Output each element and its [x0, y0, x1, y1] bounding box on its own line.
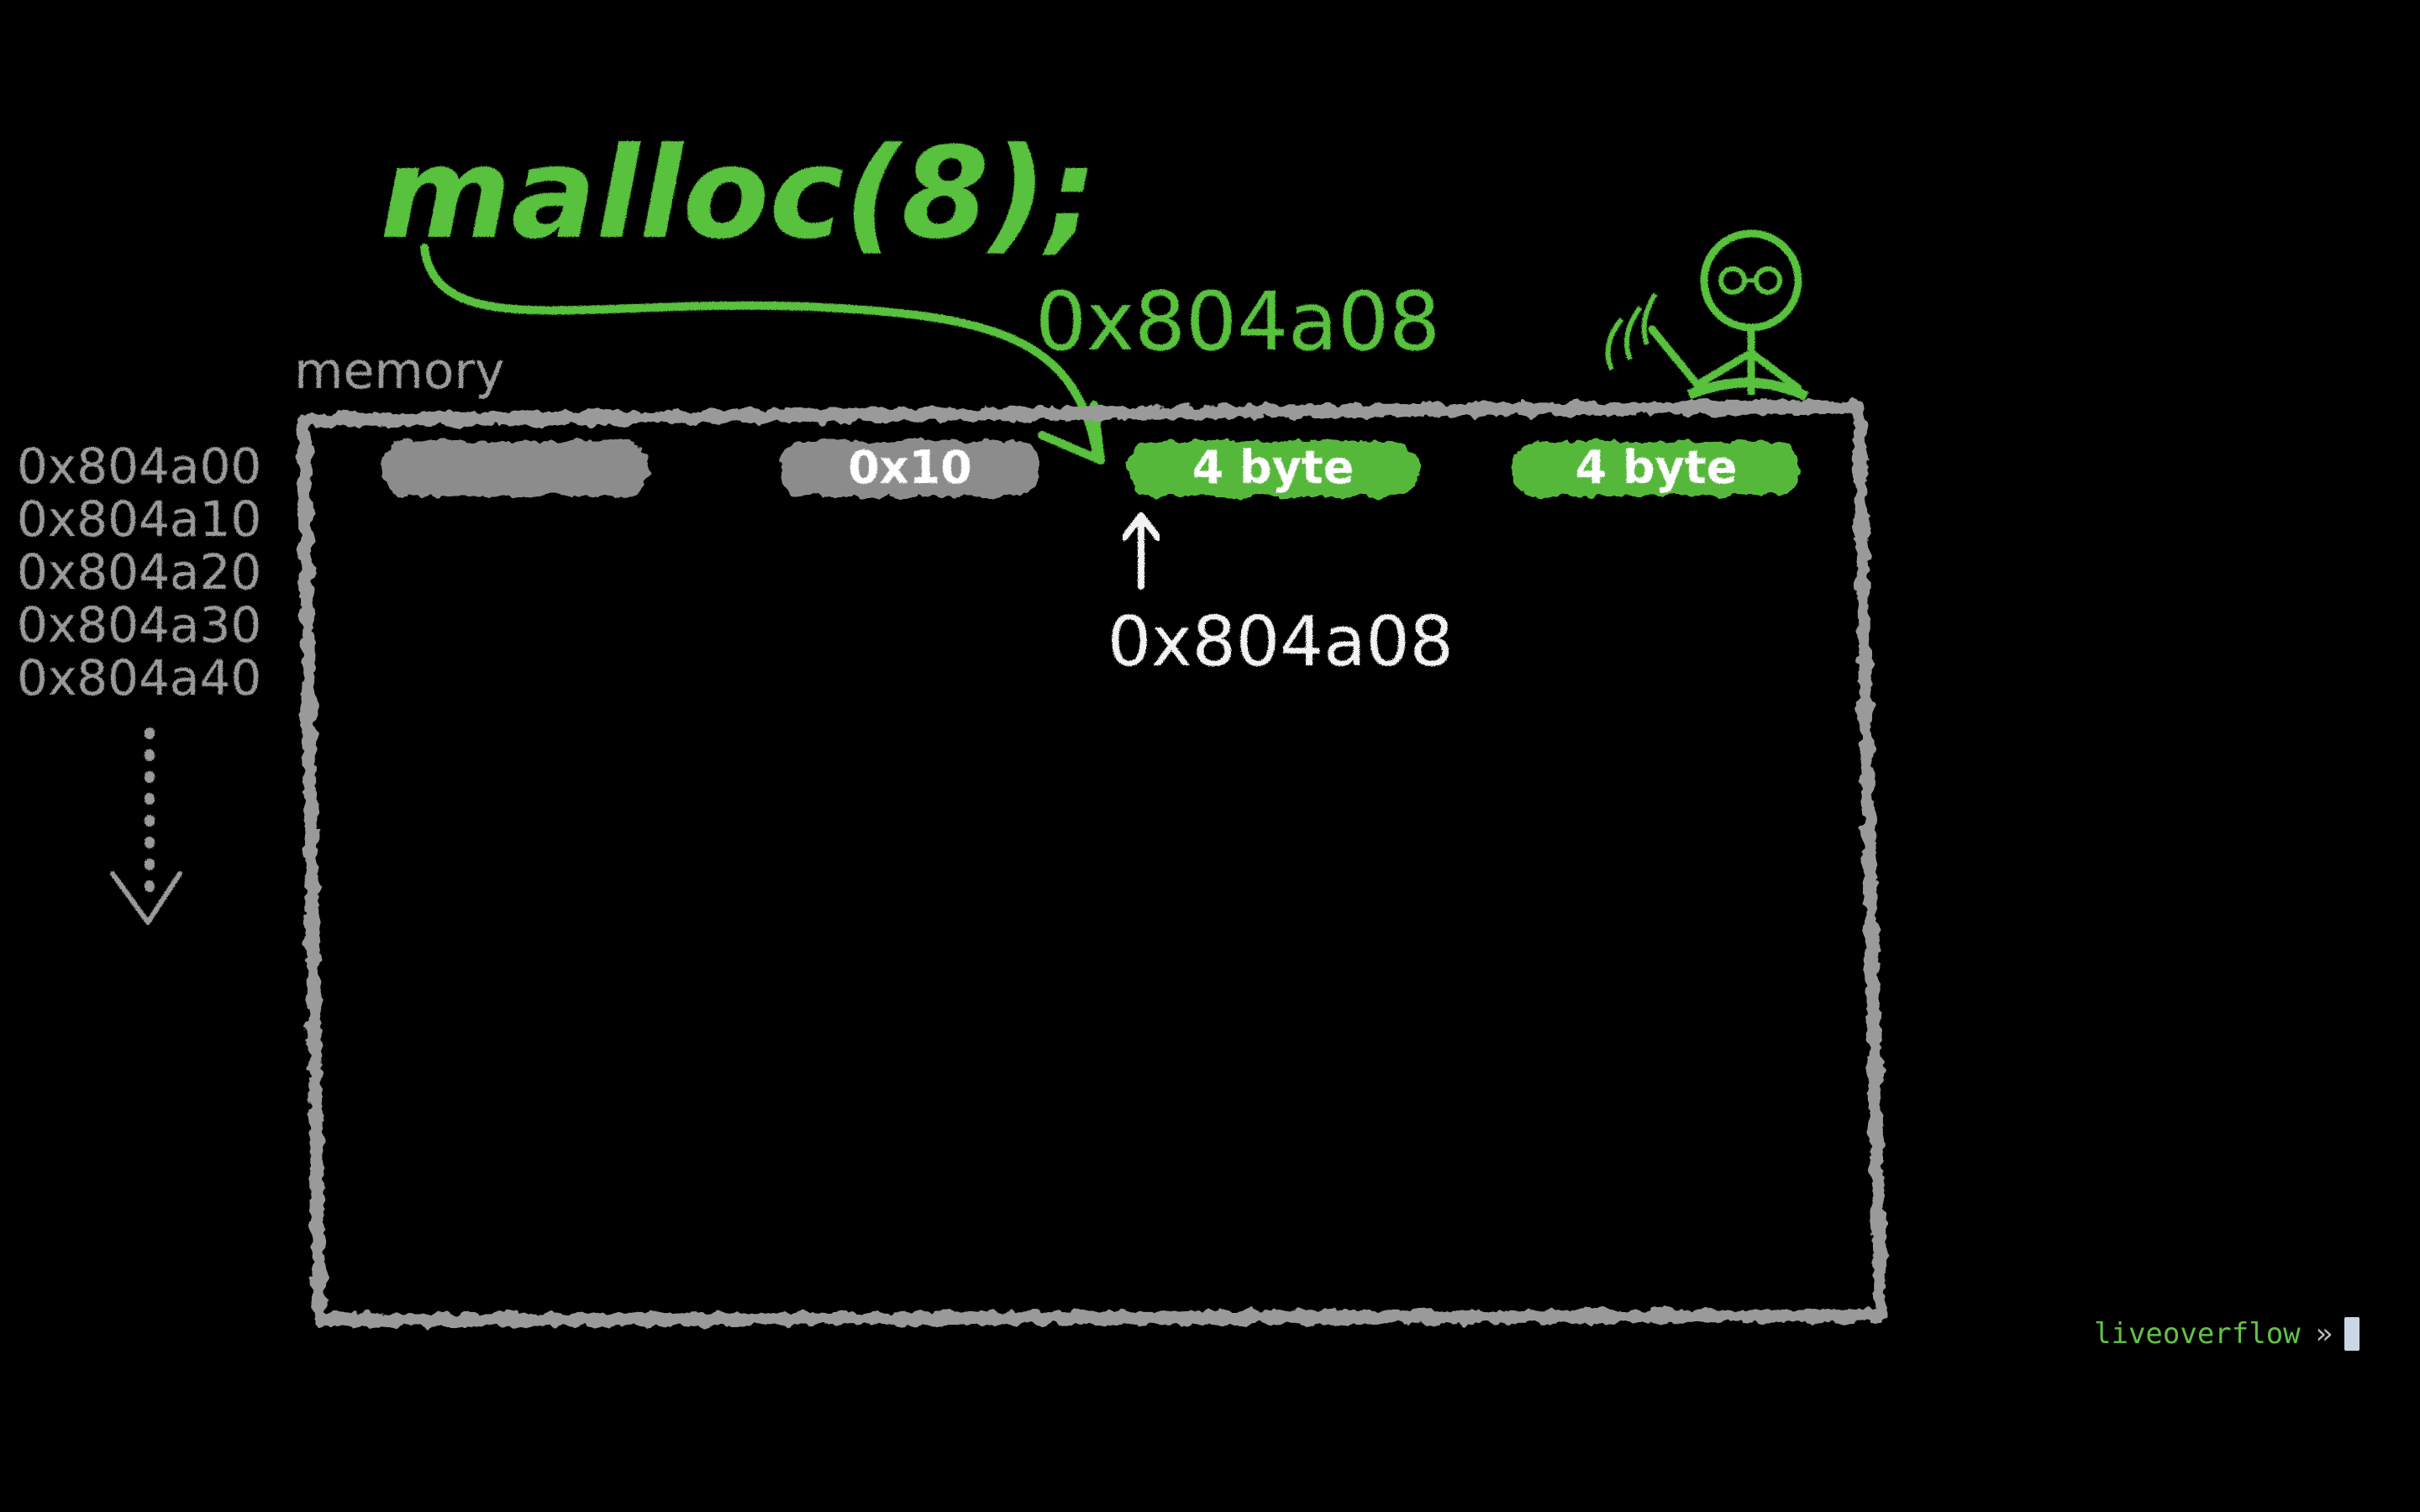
block-fill — [1512, 441, 1800, 496]
block-label: 0x10 — [848, 441, 972, 494]
address-label: 0x804a10 — [17, 491, 261, 548]
address-label: 0x804a30 — [17, 596, 261, 654]
curved-arrow-icon — [420, 244, 1105, 465]
user-data-block: 4 byte — [1128, 441, 1418, 496]
memory-label: memory — [294, 342, 505, 401]
stick-figure-icon — [1605, 229, 1809, 402]
malloc-call-text: malloc(8); — [380, 121, 1097, 267]
block-fill — [382, 441, 648, 496]
block-label: 4 byte — [1192, 441, 1355, 494]
pointer-address-text: 0x804a08 — [1107, 602, 1454, 682]
block-fill — [780, 441, 1040, 496]
terminal-prompt: liveoverflow » — [2094, 1315, 2360, 1352]
dotted-arrow-down-icon — [110, 727, 182, 925]
address-label: 0x804a20 — [17, 543, 261, 601]
block-label: 4 byte — [1576, 441, 1738, 494]
arrow-up-icon — [1121, 512, 1161, 590]
address-label: 0x804a00 — [17, 438, 261, 495]
cursor-icon — [2344, 1317, 2360, 1351]
memory-box — [297, 400, 1887, 1327]
returned-address-text: 0x804a08 — [1035, 275, 1440, 369]
chunk-header-block — [382, 441, 648, 496]
address-label: 0x804a40 — [17, 649, 261, 706]
prompt-symbol: » — [2315, 1317, 2333, 1351]
chunk-header-block: 0x10 — [780, 441, 1040, 496]
chunk-blocks-row: 0x10 4 byte 4 byte — [382, 441, 1800, 496]
prompt-user: liveoverflow — [2094, 1317, 2301, 1351]
user-data-block: 4 byte — [1512, 441, 1800, 496]
block-fill — [1128, 441, 1418, 496]
